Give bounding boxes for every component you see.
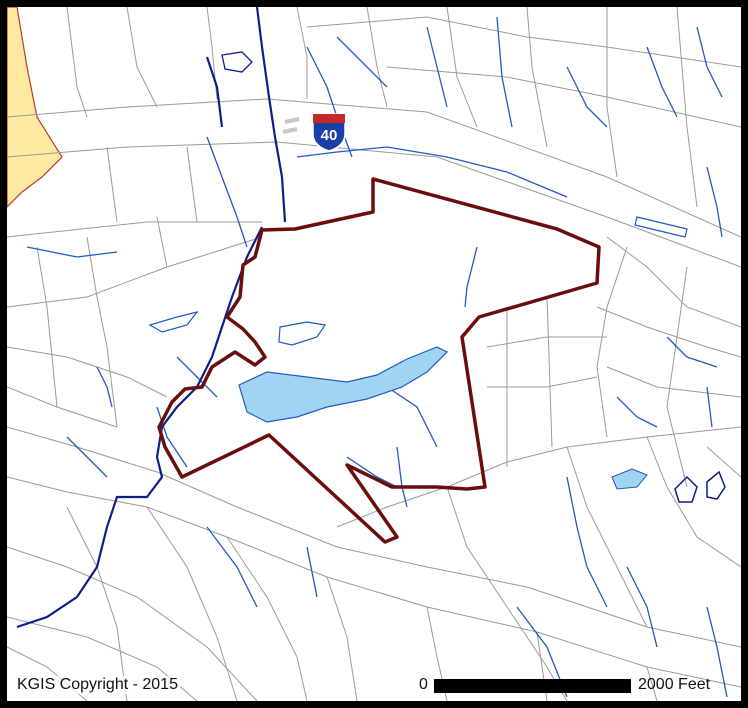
county-area bbox=[7, 7, 63, 208]
lake bbox=[238, 346, 449, 423]
scale-start-label: 0 bbox=[419, 676, 428, 693]
interstate-40-shield: 40 bbox=[310, 112, 348, 152]
pond-outline-5 bbox=[221, 51, 253, 73]
scale-end-label: 2000 Feet bbox=[638, 676, 711, 693]
interstate-number: 40 bbox=[320, 127, 338, 144]
property-boundary[interactable] bbox=[157, 177, 601, 544]
interstate-median bbox=[634, 216, 688, 238]
parcel-lines bbox=[7, 7, 741, 701]
pond-outline-3 bbox=[674, 475, 698, 503]
pond-east bbox=[611, 468, 648, 490]
map-footer: KGIS Copyright - 2015 0 2000 Feet bbox=[7, 671, 741, 701]
water-bodies bbox=[148, 51, 726, 503]
copyright-text: KGIS Copyright - 2015 bbox=[15, 676, 180, 694]
pond-outline-4 bbox=[706, 470, 726, 500]
shield-icon bbox=[312, 113, 346, 152]
streams bbox=[26, 16, 728, 698]
ramp-marks bbox=[282, 117, 300, 134]
scale-bar bbox=[434, 679, 631, 693]
pond-outline-2 bbox=[148, 310, 199, 333]
pond-outline-1 bbox=[278, 321, 327, 346]
map-canvas[interactable] bbox=[7, 7, 741, 701]
